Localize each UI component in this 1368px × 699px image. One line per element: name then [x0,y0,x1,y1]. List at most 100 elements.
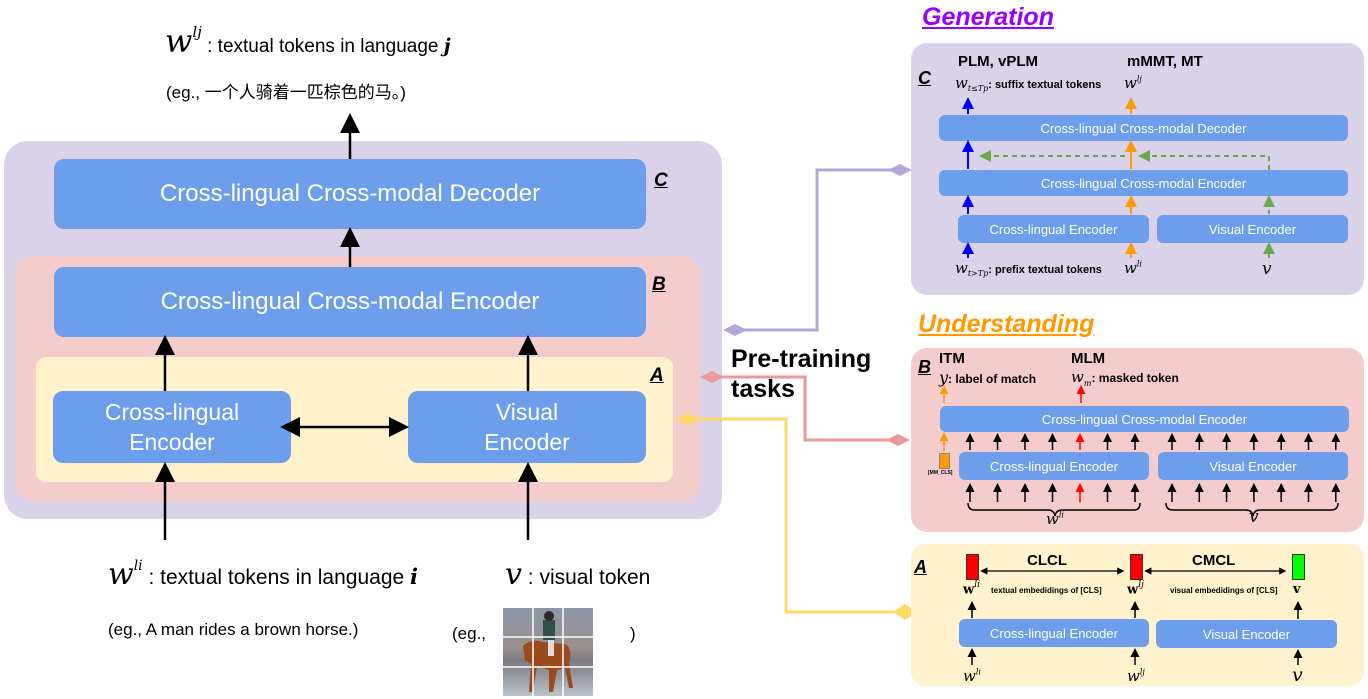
con-visual-encoder[interactable]: Visual Encoder [1156,620,1337,648]
diamond-b-left [700,371,724,383]
connector-contrastive [688,417,905,614]
gen-decoder[interactable]: Cross-lingual Cross-modal Decoder [939,115,1348,141]
y-symbol: y [939,368,949,387]
task-mlm: MLM [1071,350,1106,367]
green-dashed-visual-arrows [979,150,1275,258]
sup: li [1136,259,1142,269]
tag-a: A [650,365,664,386]
output-example: (eg., 一个人骑着一匹棕色的马。) [166,83,406,102]
desc: : textual tokens in language [148,566,411,589]
cl-encoder-line1: Cross-lingual [104,399,240,425]
und-visual-encoder[interactable]: Visual Encoder [1158,452,1348,480]
mlm-desc: : masked token [1091,371,1179,385]
cls-emb-li [966,554,979,580]
gen-cl-encoder-label: Cross-lingual Encoder [989,221,1118,237]
vis-emb-desc: visual embedidings of [CLS] [1170,586,1278,595]
text-emb-desc: textual embedidings of [CLS] [991,586,1102,595]
understanding-tag-b: B [918,357,931,377]
w-lj-embedding: wlj [1127,580,1144,598]
cross-lingual-cross-modal-encoder[interactable]: Cross-lingual Cross-modal Encoder [54,267,646,337]
und-visual-encoder-label: Visual Encoder [1209,458,1297,474]
con-cl-encoder[interactable]: Cross-lingual Encoder [959,619,1149,647]
connector-understanding [712,375,898,442]
w-symbol: w [108,557,134,592]
pretraining-line1: Pre-training [731,345,872,373]
input-visual-token-label: v : visual token [505,557,650,592]
task-mmmt-mt: mMMT, MT [1127,53,1203,70]
task-plm-vplm: PLM, vPLM [958,53,1039,70]
sup: li [974,580,980,590]
cls-emb-lj [1130,554,1143,580]
und-encoder-label: Cross-lingual Cross-modal Encoder [1041,411,1248,427]
gen-cl-encoder[interactable]: Cross-lingual Encoder [958,215,1149,243]
cmcl-label: CMCL [1192,552,1236,569]
input-visual-example-open: (eg., [452,624,487,643]
visual-encoder-line2: Encoder [484,429,570,455]
connector-generation [735,168,900,332]
diamond-b-right [886,434,910,446]
suffix-token-label: wt≤Tp: suffix textual tokens [955,74,1102,94]
brace-text [967,502,1141,517]
v-symbol: v [505,557,522,592]
gen-visual-encoder[interactable]: Visual Encoder [1157,215,1348,243]
w-li-embedding: wli [963,580,980,598]
visual-encoder[interactable]: Visual Encoder [408,391,646,463]
cross-lingual-cross-modal-decoder[interactable]: Cross-lingual Cross-modal Decoder [54,159,646,229]
pretraining-line2: tasks [731,375,795,403]
sup: lj [1138,580,1144,590]
brace-visual-label: v [1249,507,1259,527]
prefix-sub: t>Tp [967,269,989,279]
con-visual-encoder-label: Visual Encoder [1202,626,1291,642]
und-cl-encoder[interactable]: Cross-lingual Encoder [959,452,1149,480]
horse-image-patches [503,608,593,696]
encoder-label: Cross-lingual Cross-modal Encoder [160,288,540,315]
cls-emb-v [1292,554,1305,580]
gen-visual-encoder-label: Visual Encoder [1208,221,1297,237]
lang: j [443,35,451,57]
v-embedding: v [1293,582,1301,597]
diamond-c-left [723,324,747,336]
diamond-c-right [888,164,912,176]
contrastive-tag-a: A [914,557,927,577]
gen-output-wlj: wlj [1124,74,1142,92]
input-visual-example-close: ) [630,624,636,643]
gen-encoder[interactable]: Cross-lingual Cross-modal Encoder [939,170,1348,196]
lang: i [410,564,418,589]
generation-tag-c: C [918,68,931,88]
prefix-token-label: wt>Tp: prefix textual tokens [955,259,1102,279]
und-cl-encoder-label: Cross-lingual Encoder [990,458,1118,474]
con-input-v: v [1292,664,1303,686]
clcl-label: CLCL [1027,552,1067,569]
cross-lingual-encoder[interactable]: Cross-lingual Encoder [53,391,291,463]
sup: li [975,667,981,677]
pretraining-tasks-label: Pre-training tasks [731,344,871,404]
cl-encoder-line2: Encoder [129,429,215,455]
sup: lj [1139,667,1145,677]
diamond-a-left [676,413,700,425]
understanding-title: Understanding [918,310,1095,338]
input-text-token-label: wli : textual tokens in language i [108,557,418,592]
horse-image [503,608,593,696]
mlm-sub: m [1083,379,1092,389]
con-cl-encoder-label: Cross-lingual Encoder [990,625,1118,641]
suffix-sub: t≤Tp [967,84,989,94]
mlm-label: wm: masked token [1071,368,1179,389]
w-symbol: w [165,22,193,60]
superscript: li [133,558,143,574]
prefix-desc: : prefix textual tokens [988,264,1102,276]
desc: : textual tokens in language [207,36,444,57]
und-encoder[interactable]: Cross-lingual Cross-modal Encoder [940,406,1349,432]
gen-encoder-label: Cross-lingual Cross-modal Encoder [1040,175,1247,191]
tag-b: B [652,274,666,295]
itm-label: y: label of match [939,368,1036,388]
sup: lj [1136,74,1142,84]
task-itm: ITM [939,350,965,367]
generation-panel [911,43,1364,295]
con-input-wlj: wlj [1127,667,1145,685]
desc: : visual token [527,566,651,589]
